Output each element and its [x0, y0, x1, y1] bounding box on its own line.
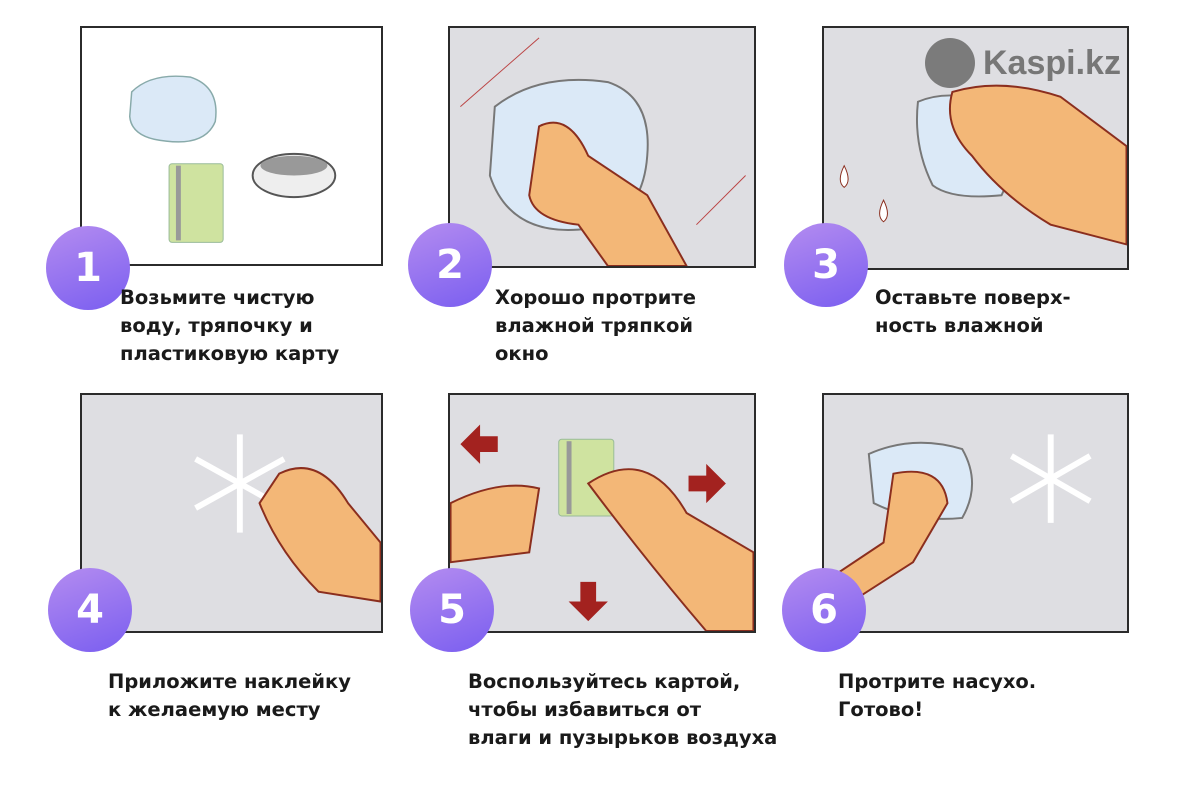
step-2-number: 2: [408, 223, 492, 307]
step-4-illustration: [80, 393, 383, 633]
step-5-caption: Воспользуйтесь картой,чтобы избавиться о…: [468, 670, 778, 749]
step-1-number: 1: [46, 226, 130, 310]
step-6-illustration: [822, 393, 1129, 633]
step-6-caption: Протрите насухо.Готово!: [838, 670, 1037, 721]
step-6-number: 6: [782, 568, 866, 652]
kaspi-logo-text: Kaspi.kz: [983, 43, 1121, 82]
step-3-number: 3: [784, 223, 868, 307]
step-5-illustration: [448, 393, 756, 633]
step-1-illustration: [80, 26, 383, 266]
step-5-number: 5: [410, 568, 494, 652]
step-4-number: 4: [48, 568, 132, 652]
step-3-illustration: [822, 26, 1129, 270]
kaspi-logo-icon: [925, 38, 975, 88]
step-2-illustration: [448, 26, 756, 268]
step-3-caption: Оставьте поверх-ность влажной: [875, 286, 1071, 337]
kaspi-logo: Kaspi.kz: [925, 38, 1121, 88]
